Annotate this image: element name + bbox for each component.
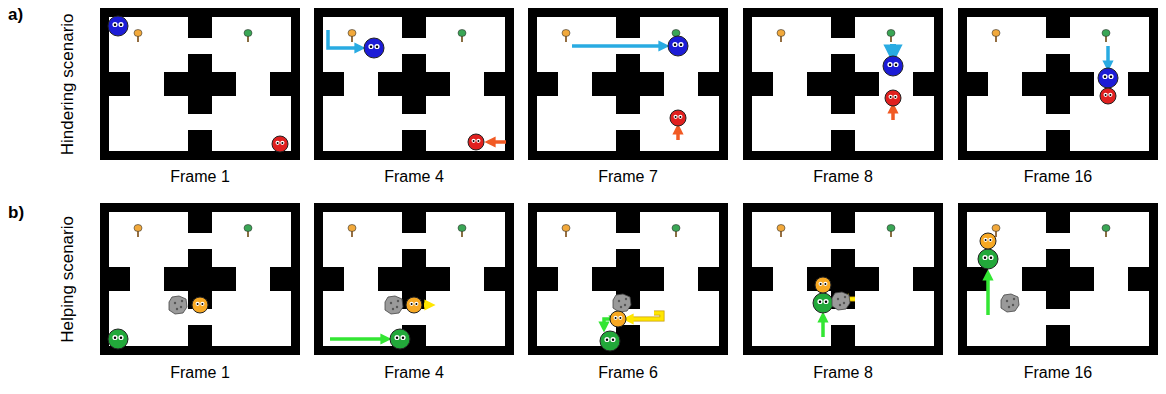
maze-frame — [100, 8, 300, 160]
frame-caption: Frame 16 — [1024, 168, 1092, 186]
frame-caption: Frame 4 — [384, 168, 444, 186]
frame-caption: Frame 8 — [813, 364, 873, 382]
frame-caption: Frame 1 — [170, 168, 230, 186]
maze-frame — [314, 8, 514, 160]
maze-frame — [528, 203, 728, 355]
panel-letter: b) — [8, 204, 24, 223]
maze-frame — [743, 203, 943, 355]
frame-caption: Frame 7 — [598, 168, 658, 186]
maze-frame — [528, 8, 728, 160]
frame-caption: Frame 4 — [384, 364, 444, 382]
frame-caption: Frame 16 — [1024, 364, 1092, 382]
row-label: Hindering scenario — [59, 13, 78, 155]
panel-letter: a) — [8, 6, 23, 25]
row-label: Helping scenario — [59, 216, 78, 343]
frame-caption: Frame 6 — [598, 364, 658, 382]
maze-frame — [958, 203, 1158, 355]
maze-frame — [958, 8, 1158, 160]
maze-frame — [743, 8, 943, 160]
frame-caption: Frame 1 — [170, 364, 230, 382]
frame-caption: Frame 8 — [813, 168, 873, 186]
maze-frame — [100, 203, 300, 355]
maze-frame — [314, 203, 514, 355]
